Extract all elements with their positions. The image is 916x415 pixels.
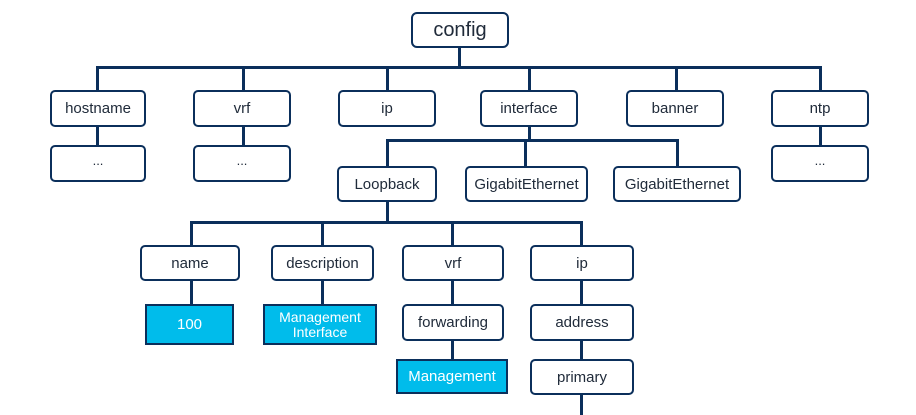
- node-loopback-ip: ip: [530, 245, 634, 281]
- node-vrf-more: ...: [193, 145, 291, 182]
- node-config: config: [411, 12, 509, 48]
- node-loopback-vrf: vrf: [402, 245, 504, 281]
- node-vrf: vrf: [193, 90, 291, 127]
- node-gigabitethernet-2: GigabitEthernet: [613, 166, 741, 202]
- node-address: address: [530, 304, 634, 341]
- value-vrf-management: Management: [396, 359, 508, 394]
- node-banner: banner: [626, 90, 724, 127]
- node-ntp: ntp: [771, 90, 869, 127]
- node-hostname-more: ...: [50, 145, 146, 182]
- node-hostname: hostname: [50, 90, 146, 127]
- value-description: Management Interface: [263, 304, 377, 345]
- node-ntp-more: ...: [771, 145, 869, 182]
- value-name-100: 100: [145, 304, 234, 345]
- node-loopback: Loopback: [337, 166, 437, 202]
- node-interface: interface: [480, 90, 578, 127]
- node-ip: ip: [338, 90, 436, 127]
- node-forwarding: forwarding: [402, 304, 504, 341]
- node-gigabitethernet-1: GigabitEthernet: [465, 166, 588, 202]
- node-name: name: [140, 245, 240, 281]
- node-description: description: [271, 245, 374, 281]
- node-primary: primary: [530, 359, 634, 395]
